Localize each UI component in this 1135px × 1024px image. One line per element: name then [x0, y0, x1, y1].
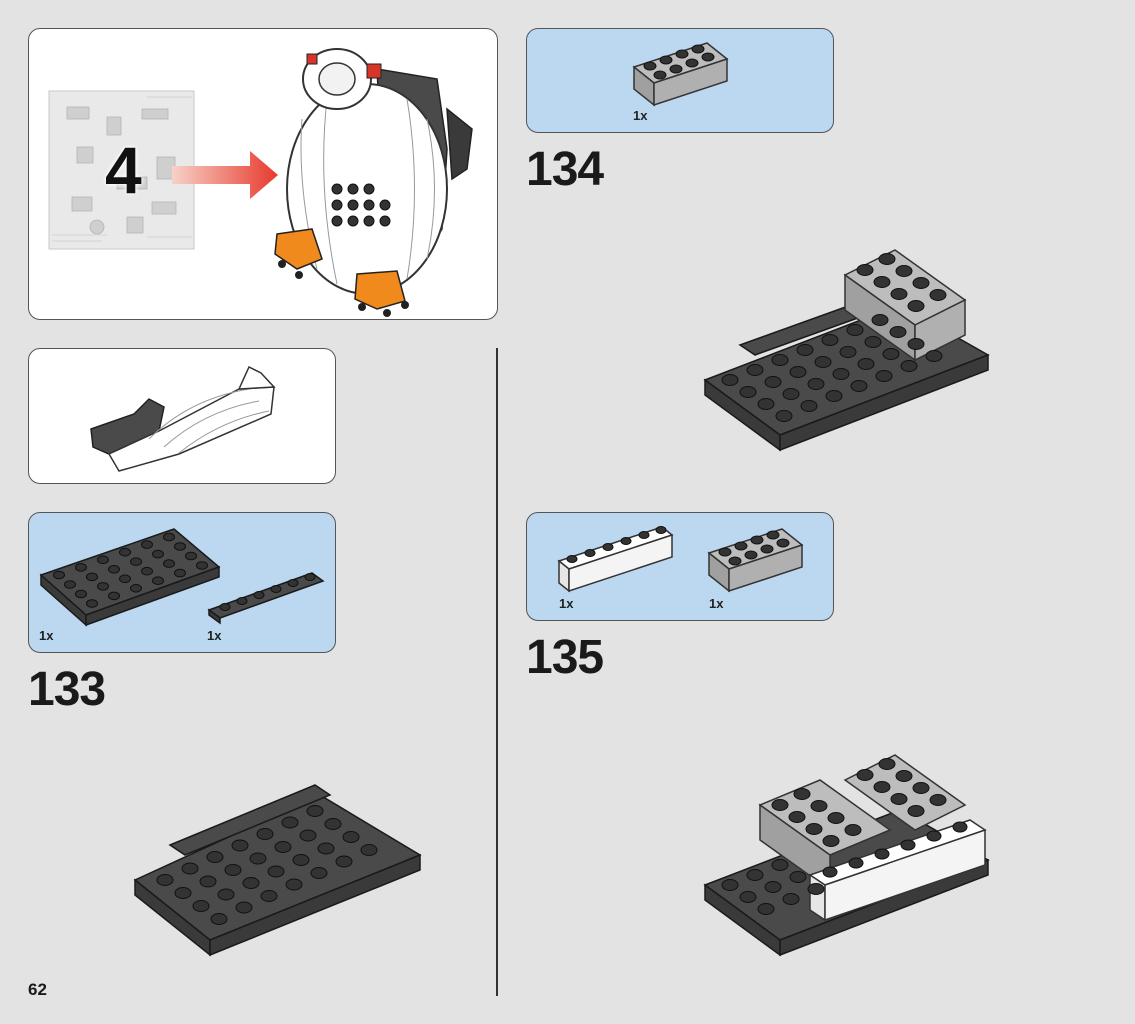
step-133-part-2-qty: 1x — [207, 628, 222, 643]
parts-bag-icon — [48, 90, 195, 250]
step-133-parts-callout: 1x 1x — [28, 512, 336, 653]
light-grey-brick-2x4-icon — [707, 528, 804, 593]
step-134-model-icon — [703, 249, 990, 452]
porg-model-icon — [274, 48, 473, 317]
step-134-parts-callout: 1x — [526, 28, 834, 133]
step-135-model-icon — [703, 754, 990, 957]
step-135-part-1-qty: 1x — [559, 596, 574, 611]
white-brick-1x6-icon — [557, 526, 674, 593]
dark-grey-plate-1x6-icon — [207, 572, 325, 625]
step-135-parts-callout: 1x 1x — [526, 512, 834, 621]
bag-callout: 4 — [28, 28, 498, 320]
step-135-part-2-qty: 1x — [709, 596, 724, 611]
subassembly-callout — [28, 348, 336, 484]
dark-grey-plate-4x6-icon — [39, 528, 221, 627]
bag-number: 4 — [105, 133, 142, 207]
wing-subassembly-icon — [90, 365, 276, 472]
step-133-model-icon — [133, 784, 422, 957]
light-grey-brick-2x4-icon — [632, 42, 729, 107]
step-135-number: 135 — [526, 631, 604, 684]
arrow-right-icon — [172, 151, 278, 199]
step-134-part-1-qty: 1x — [633, 108, 648, 123]
page-number: 62 — [28, 980, 47, 999]
step-134-number: 134 — [526, 143, 604, 196]
step-133-number: 133 — [28, 663, 106, 716]
step-133-part-1-qty: 1x — [39, 628, 54, 643]
column-divider — [496, 348, 498, 996]
